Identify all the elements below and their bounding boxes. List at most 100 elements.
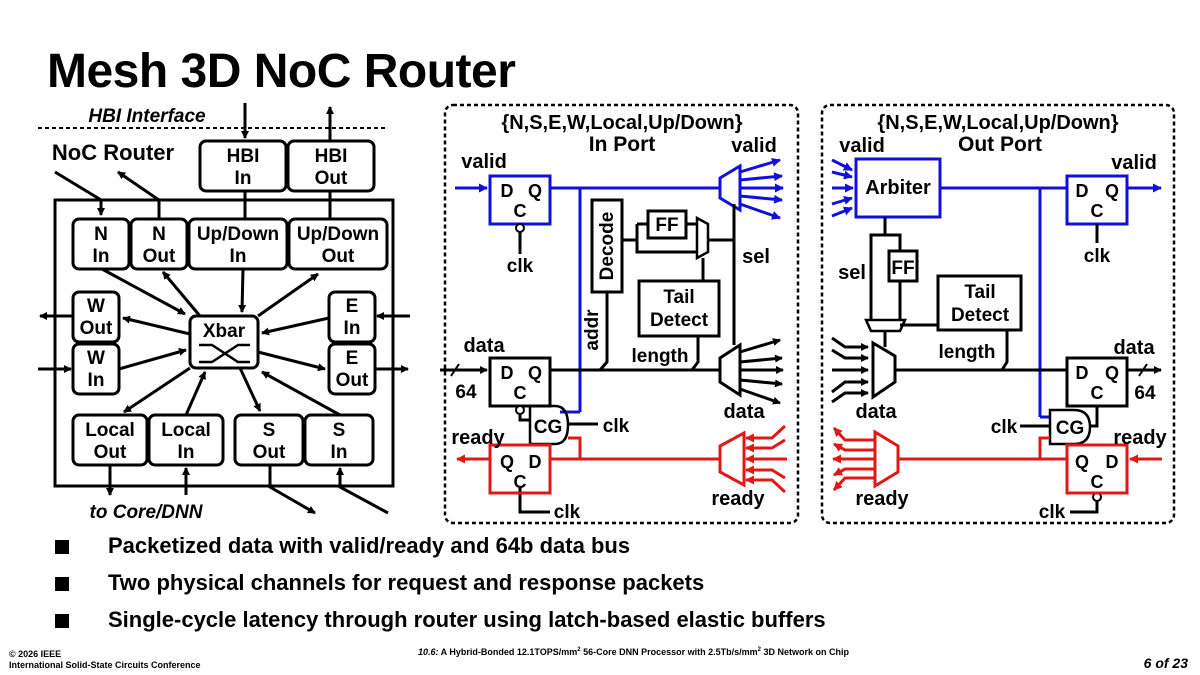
hbi-interface-label: HBI Interface: [88, 106, 206, 127]
svg-text:Arbiter: Arbiter: [865, 177, 931, 199]
in-port-header: {N,S,E,W,Local,Up/Down}: [501, 112, 742, 134]
page-number: 6 of 23: [1143, 655, 1188, 671]
svg-text:Out: Out: [143, 246, 176, 267]
svg-text:D: D: [501, 363, 514, 383]
svg-text:data: data: [463, 335, 505, 357]
svg-text:Up/Down: Up/Down: [197, 224, 279, 245]
out-port-labels: {N,S,E,W,Local,Up/Down} Out Port valid A…: [838, 112, 1167, 523]
noc-router-label: NoC Router: [52, 140, 175, 165]
in-tail-detect-block: [637, 279, 721, 338]
to-core-label: to Core/DNN: [90, 502, 204, 523]
out-tail-detect-block: [936, 274, 1023, 332]
svg-text:Local: Local: [161, 420, 211, 441]
svg-text:Tail: Tail: [964, 282, 995, 303]
svg-text:length: length: [632, 346, 689, 367]
svg-text:C: C: [514, 201, 527, 221]
svg-text:sel: sel: [838, 262, 866, 284]
out-sel-mux: [864, 318, 907, 333]
svg-text:valid: valid: [1111, 152, 1157, 174]
footer-copyright: © 2026 IEEE International Solid-State Ci…: [9, 649, 201, 670]
svg-text:C: C: [514, 383, 527, 403]
svg-text:clk: clk: [554, 502, 581, 523]
svg-text:Q: Q: [1105, 363, 1119, 383]
svg-text:In: In: [235, 168, 252, 189]
svg-text:Q: Q: [500, 452, 514, 472]
svg-text:ready: ready: [711, 488, 765, 510]
svg-text:D: D: [1076, 181, 1089, 201]
svg-text:Tail: Tail: [663, 287, 694, 308]
svg-text:clk: clk: [1084, 246, 1111, 267]
svg-text:FF: FF: [891, 258, 914, 279]
svg-text:64: 64: [1134, 383, 1156, 404]
svg-text:clk: clk: [991, 417, 1018, 438]
in-sel-mux: [695, 215, 710, 261]
svg-text:Q: Q: [1105, 181, 1119, 201]
svg-text:valid: valid: [839, 135, 885, 157]
out-ff-block: [887, 249, 919, 283]
svg-text:D: D: [501, 181, 514, 201]
svg-text:In: In: [344, 318, 361, 339]
svg-text:C: C: [1091, 383, 1104, 403]
svg-text:In: In: [230, 246, 247, 267]
in-valid-demux: [718, 163, 742, 213]
e-in-block: [327, 290, 377, 344]
out-ready-flop: [1065, 443, 1129, 495]
svg-text:N: N: [94, 224, 108, 245]
in-ready-flop: [488, 443, 552, 495]
svg-text:data: data: [855, 401, 897, 423]
bullet-square-icon: [55, 540, 69, 554]
svg-text:E: E: [346, 296, 359, 317]
svg-text:Out: Out: [80, 318, 113, 339]
svg-text:S: S: [263, 420, 276, 441]
svg-text:C: C: [1091, 472, 1104, 492]
svg-text:Q: Q: [528, 363, 542, 383]
svg-text:Q: Q: [528, 181, 542, 201]
svg-text:Detect: Detect: [951, 305, 1010, 326]
ud-in-block: [187, 217, 289, 271]
out-port-header: {N,S,E,W,Local,Up/Down}: [877, 112, 1118, 134]
ud-out-block: [287, 217, 389, 271]
out-port-panel: [820, 103, 1176, 525]
svg-text:64: 64: [455, 382, 477, 403]
out-ready-demux: [873, 429, 900, 489]
in-port-labels: {N,S,E,W,Local,Up/Down} In Port valid va…: [451, 112, 776, 523]
svg-text:D: D: [1076, 363, 1089, 383]
bullet-square-icon: [55, 614, 69, 628]
n-in-block: [71, 217, 131, 271]
svg-text:In: In: [88, 370, 105, 391]
svg-text:D: D: [529, 452, 542, 472]
slide-title: Mesh 3D NoC Router: [47, 45, 516, 98]
svg-text:HBI: HBI: [227, 146, 260, 167]
svg-text:CG: CG: [534, 417, 563, 438]
in-port-panel: [440, 103, 800, 525]
svg-text:ready: ready: [855, 488, 909, 510]
svg-text:C: C: [1091, 201, 1104, 221]
hbi-in-block: [198, 139, 288, 193]
svg-text:Out: Out: [322, 246, 355, 267]
svg-text:Out: Out: [253, 442, 286, 463]
in-ready-mux: [718, 430, 746, 488]
svg-text:addr: addr: [582, 309, 603, 351]
svg-text:Decode: Decode: [597, 212, 618, 281]
svg-text:In: In: [331, 442, 348, 463]
in-port-title: In Port: [589, 133, 656, 156]
svg-text:length: length: [939, 342, 996, 363]
svg-text:clk: clk: [1039, 502, 1066, 523]
svg-text:D: D: [1106, 452, 1119, 472]
svg-text:clk: clk: [603, 416, 630, 437]
svg-text:HBI: HBI: [315, 146, 348, 167]
svg-text:Out: Out: [315, 168, 348, 189]
router-outline: [53, 198, 395, 488]
svg-text:valid: valid: [461, 151, 507, 173]
bullet-square-icon: [55, 577, 69, 591]
noc-router-block: [38, 103, 410, 515]
xbar-label: Xbar: [203, 321, 246, 342]
svg-text:W: W: [87, 296, 105, 317]
svg-text:W: W: [87, 348, 105, 369]
svg-text:valid: valid: [731, 135, 777, 157]
svg-text:CG: CG: [1056, 418, 1085, 439]
svg-text:data: data: [723, 401, 765, 423]
in-data-demux: [718, 342, 742, 398]
